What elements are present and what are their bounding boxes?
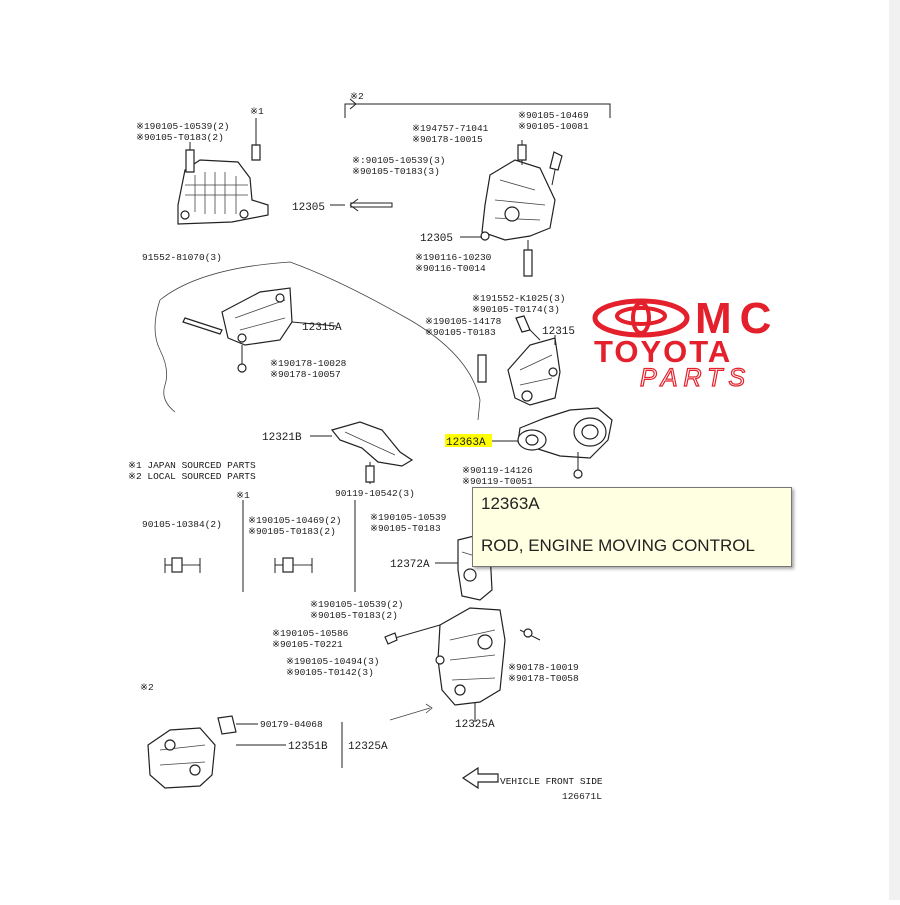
- label: ※90105-T0174(3): [472, 304, 560, 315]
- leader: [291, 321, 337, 327]
- label: ※1: [250, 106, 264, 117]
- highlight-box: [445, 434, 492, 447]
- part-tooltip: 12363A ROD, ENGINE MOVING CONTROL: [472, 487, 792, 567]
- label: ※90119-T0051: [462, 476, 533, 487]
- label: 12315: [542, 326, 575, 338]
- label: ※190105-10494(3): [286, 656, 379, 667]
- engine-mount-12305-right: [480, 140, 563, 277]
- part-labels: ※190105-10539(2) ※90105-T0183(2) ※1 1230…: [128, 91, 603, 802]
- label: 91552-81070(3): [142, 252, 222, 263]
- label: ※190105-14178: [425, 316, 502, 327]
- label: 90119-10542(3): [335, 488, 415, 499]
- label: ※90178-10057: [270, 369, 341, 380]
- engine-outline-top: [159, 261, 481, 421]
- label: ※90105-T0183: [370, 523, 441, 534]
- label: ※90105-T0183(2): [136, 132, 224, 143]
- label: ※90105-T0142(3): [286, 667, 374, 678]
- engine-outline-left: [154, 299, 176, 413]
- label: ※190178-10028: [270, 358, 347, 369]
- bracket-12325A-center: [384, 607, 541, 722]
- label: ※1 JAPAN SOURCED PARTS: [128, 460, 256, 471]
- label: ※90105-T0221: [272, 639, 343, 650]
- label: 12325A: [455, 719, 495, 731]
- label: ※90119-14126: [462, 465, 533, 476]
- label: 12305: [420, 233, 453, 245]
- label: ※2 LOCAL SOURCED PARTS: [128, 471, 256, 482]
- brand-toyota: TOYOTA: [594, 334, 732, 369]
- group-bracket: [344, 98, 611, 118]
- label: ※90116-T0014: [415, 263, 486, 274]
- label: ※190105-10586: [272, 628, 349, 639]
- bracket-12321B: [330, 421, 414, 484]
- bracket-12315: [477, 315, 561, 406]
- arrow-right-to-left: [350, 202, 393, 208]
- label: ※190116-10230: [415, 252, 492, 263]
- label: ※90105-T0183(2): [248, 526, 336, 537]
- brand-parts: PARTS: [640, 364, 751, 392]
- label: VEHICLE FRONT SIDE: [500, 776, 603, 787]
- label: ※90105-10081: [518, 121, 589, 132]
- label: ※90178-10015: [412, 134, 483, 145]
- label: ※90178-10019: [508, 662, 579, 673]
- rod-engine-moving-control-12363A: [445, 407, 613, 479]
- label: ※191552-K1025(3): [472, 293, 565, 304]
- mc-toyota-parts-logo: MC TOYOTA PARTS: [592, 294, 779, 393]
- label: 12325A: [348, 741, 388, 753]
- label: 12315A: [302, 322, 342, 334]
- label: ※90105-T0183(2): [310, 610, 398, 621]
- tooltip-part-name: ROD, ENGINE MOVING CONTROL: [481, 536, 755, 555]
- label: ※190105-10539: [370, 512, 447, 523]
- label: 12305: [292, 202, 325, 214]
- label: ※90105-T0183(3): [352, 166, 440, 177]
- label: ※90178-T0058: [508, 673, 579, 684]
- bracket-12315A: [182, 287, 293, 373]
- label: 12351B: [288, 741, 328, 753]
- label: 126671L: [562, 791, 602, 802]
- label: ※2: [140, 682, 154, 693]
- bolt-box-right: [274, 557, 313, 573]
- bolt-box-left: [164, 557, 201, 573]
- label: 90179-04068: [260, 719, 323, 730]
- label: ※:90105-10539(3): [352, 155, 445, 166]
- divider-lines: [242, 500, 356, 592]
- label: 90105-10384(2): [142, 519, 222, 530]
- vehicle-front-arrow: [461, 766, 499, 790]
- label: ※190105-10469(2): [248, 515, 341, 526]
- label: ※90105-T0183: [425, 327, 496, 338]
- tooltip-part-code: 12363A: [481, 494, 540, 513]
- label: 12372A: [390, 559, 430, 571]
- label: ※190105-10539(2): [310, 599, 403, 610]
- label: 12321B: [262, 432, 302, 444]
- bracket-12351B: [147, 715, 343, 789]
- label: ※194757-71041: [412, 123, 489, 134]
- label: ※2: [350, 91, 364, 102]
- arrow-head: [349, 198, 359, 212]
- label: ※1: [236, 490, 250, 501]
- label: ※90105-10469: [518, 110, 589, 121]
- window-edge: [889, 0, 900, 900]
- label: ※190105-10539(2): [136, 121, 229, 132]
- highlighted-part-label: 12363A: [446, 437, 486, 449]
- brand-mc: MC: [695, 294, 779, 343]
- engine-mount-12305-left: [177, 118, 269, 225]
